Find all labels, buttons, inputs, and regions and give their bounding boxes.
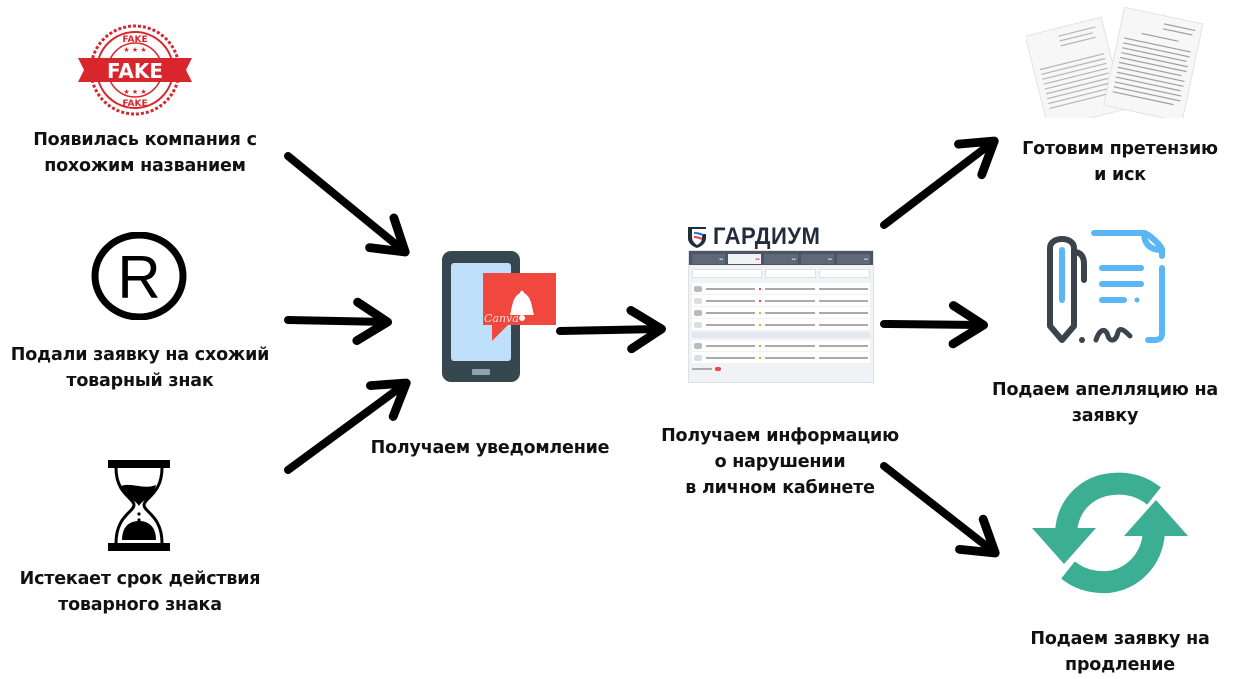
dashboard-tabs: ▪▪ ▪▪ ▪▪ ▪▪ ▪▪	[689, 251, 873, 265]
dashboard-row	[692, 295, 870, 306]
gardium-logo: ГАРДИУМ	[686, 223, 830, 251]
notification-label: Получаем уведомление	[370, 438, 610, 458]
gardium-shield-icon	[688, 227, 706, 248]
svg-text:★ ★ ★: ★ ★ ★	[123, 88, 146, 96]
arrow-cabinet-to-appeal	[880, 301, 988, 349]
source-label-expiring-trademark: Истекает срок действия товарного знака	[19, 569, 261, 615]
dashboard-screenshot: ▪▪ ▪▪ ▪▪ ▪▪ ▪▪	[688, 250, 874, 383]
cabinet-label: Получаем информацию о нарушении в личном…	[661, 426, 899, 498]
bell-icon	[510, 290, 534, 321]
legal-documents-icon	[1024, 6, 1206, 129]
arrow-notification-to-cabinet	[556, 305, 666, 354]
arrow-fake-to-notification	[284, 152, 410, 257]
fake-stamp-icon: FAKE FAKE FAKE ★ ★ ★ ★ ★ ★	[74, 20, 196, 124]
source-label-similar-trademark: Подали заявку на схожий товарный знак	[10, 345, 270, 391]
arrow-expiry-to-notification	[284, 378, 411, 474]
dashboard-footer	[692, 366, 870, 371]
brand-name: ГАРДИУМ	[713, 223, 821, 250]
dashboard-row	[692, 319, 870, 330]
svg-text:Canva: Canva	[484, 312, 519, 325]
renew-arrows-icon	[1028, 470, 1192, 600]
arrow-cabinet-to-renewal	[880, 462, 1000, 558]
svg-text:R: R	[117, 244, 160, 311]
phone-notification-icon: Canva	[440, 249, 560, 389]
svg-text:FAKE: FAKE	[122, 99, 147, 109]
registered-trademark-icon: R	[90, 231, 188, 324]
hourglass-icon	[106, 458, 172, 558]
dashboard-notice	[692, 332, 870, 338]
arrow-trademark-to-notification	[284, 297, 392, 346]
svg-text:FAKE: FAKE	[107, 59, 163, 83]
dashboard-filters	[689, 265, 873, 282]
svg-text:★ ★ ★: ★ ★ ★	[123, 46, 146, 54]
outcome-label-renewal: Подаем заявку на продление	[1030, 629, 1210, 675]
arrow-cabinet-to-claim	[880, 136, 999, 229]
source-label-fake-company: Появилась компания с похожим названием	[33, 130, 257, 176]
dashboard-tab: ▪▪	[764, 254, 798, 264]
pen-document-icon	[1044, 228, 1168, 350]
dashboard-row	[692, 283, 870, 294]
dashboard-row	[692, 307, 870, 318]
dashboard-tab: ▪▪	[728, 254, 762, 264]
outcome-label-appeal: Подаем апелляцию на заявку	[992, 380, 1218, 426]
dashboard-row	[692, 340, 870, 351]
dashboard-tab: ▪▪	[800, 254, 834, 264]
dashboard-tab: ▪▪	[836, 254, 871, 264]
outcome-label-claim: Готовим претензию и иск	[1022, 139, 1218, 185]
svg-text:FAKE: FAKE	[122, 35, 147, 45]
dashboard-tab: ▪▪	[692, 254, 726, 264]
dashboard-row	[692, 352, 870, 363]
